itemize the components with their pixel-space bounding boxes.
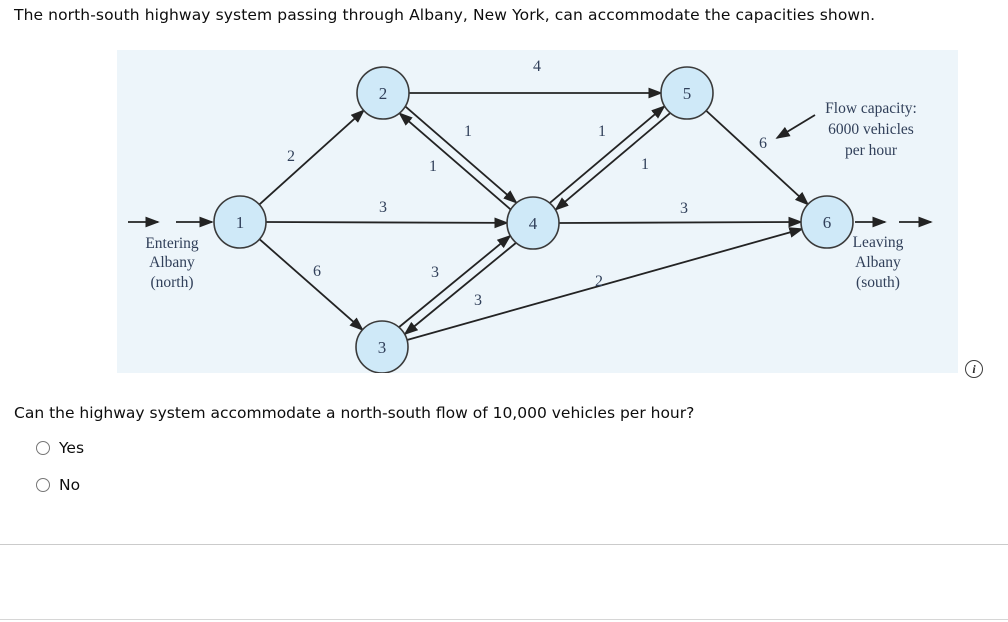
edge-1-3 xyxy=(258,238,364,331)
node-2 xyxy=(356,66,410,120)
edge-4-5 xyxy=(549,105,666,204)
horizontal-divider xyxy=(0,544,1008,545)
node-label-4: 4 xyxy=(529,214,538,233)
node-5 xyxy=(660,66,714,120)
edge-2-4 xyxy=(404,105,518,204)
edge-capacity-4-6: 3 xyxy=(680,200,688,217)
question-text: Can the highway system accommodate a nor… xyxy=(14,404,695,422)
edge-capacity-4-5: 1 xyxy=(598,123,606,140)
option-row-yes[interactable]: Yes xyxy=(36,439,84,457)
node-label-3: 3 xyxy=(378,338,387,357)
edge-4-6 xyxy=(558,216,803,228)
flow-capacity-callout-line-2: 6000 vehicles xyxy=(828,121,914,138)
node-label-6: 6 xyxy=(823,213,832,232)
network-svg: 2364111133326123456EnteringAlbany(north)… xyxy=(128,58,933,373)
yes-radio[interactable] xyxy=(36,441,50,455)
yes-label: Yes xyxy=(59,439,85,457)
edge-capacity-5-6: 6 xyxy=(759,135,767,152)
flow-capacity-callout-line-1: Flow capacity: xyxy=(825,100,917,117)
edge-1-4 xyxy=(265,217,509,229)
edge-5-6 xyxy=(705,109,810,206)
edge-capacity-3-6: 2 xyxy=(595,273,603,290)
flow-capacity-pointer-arrow xyxy=(775,114,816,139)
no-label: No xyxy=(59,476,81,494)
node-label-5: 5 xyxy=(683,84,692,103)
node-4 xyxy=(506,196,560,250)
node-label-2: 2 xyxy=(379,84,388,103)
node-6 xyxy=(800,195,854,249)
leaving-label-line-1: Leaving xyxy=(853,234,904,251)
edge-1-2 xyxy=(258,109,366,206)
horizontal-divider-bottom xyxy=(0,619,1008,620)
flow-capacity-callout-line-3: per hour xyxy=(845,142,898,159)
edge-capacity-2-4: 1 xyxy=(464,123,472,140)
no-radio[interactable] xyxy=(36,478,50,492)
entering-label-line-2: Albany xyxy=(149,254,195,271)
edge-capacity-5-4: 1 xyxy=(641,156,649,173)
node-3 xyxy=(355,320,409,373)
entering-label-line-1: Entering xyxy=(145,235,199,252)
edge-capacity-1-2: 2 xyxy=(287,148,295,165)
edge-4-2 xyxy=(398,112,512,211)
node-1 xyxy=(213,195,267,249)
node-label-1: 1 xyxy=(236,213,245,232)
edge-capacity-3-4: 3 xyxy=(431,264,439,281)
edge-4-3 xyxy=(403,242,517,336)
edge-3-4 xyxy=(398,234,512,328)
edge-capacity-4-2: 1 xyxy=(429,158,437,175)
leaving-label-line-3: (south) xyxy=(856,274,900,291)
page-title: The north-south highway system passing t… xyxy=(14,6,876,24)
option-row-no[interactable]: No xyxy=(36,476,80,494)
edge-capacity-1-4: 3 xyxy=(379,199,387,216)
edge-capacity-4-3: 3 xyxy=(474,292,482,309)
info-icon[interactable]: i xyxy=(965,360,983,378)
entering-label-line-3: (north) xyxy=(150,274,193,291)
edge-5-4 xyxy=(554,112,671,211)
leaving-label-line-2: Albany xyxy=(855,254,901,271)
edge-capacity-1-3: 6 xyxy=(313,263,321,280)
edge-capacity-2-5: 4 xyxy=(533,58,541,75)
edge-3-6 xyxy=(406,227,804,341)
